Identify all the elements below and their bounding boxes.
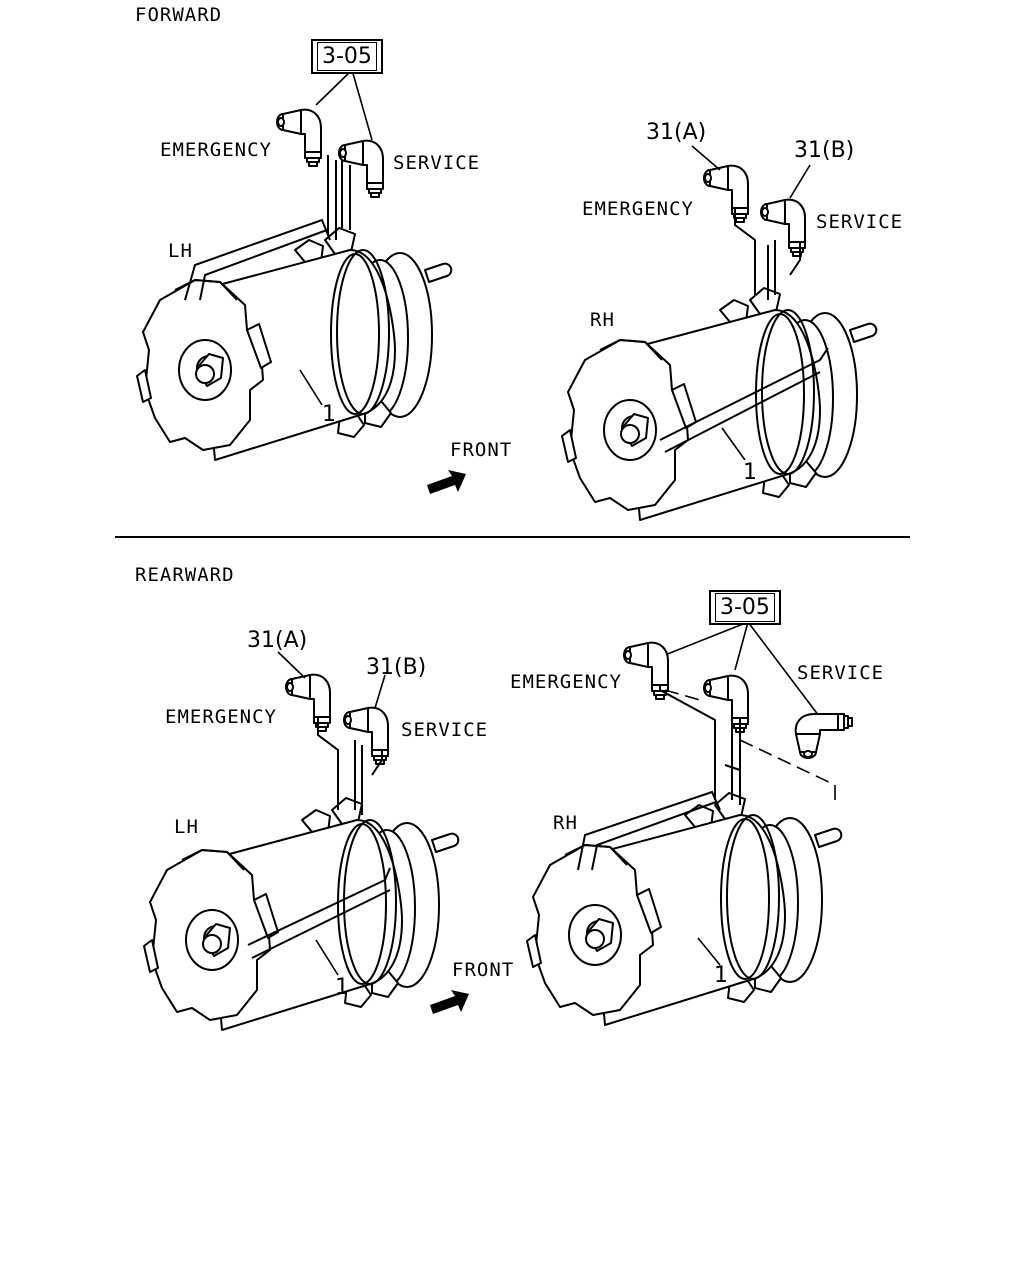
front-label: FRONT [452,959,515,981]
part-number-31a: 31(A) [247,628,308,653]
section-title-forward: FORWARD [135,4,223,26]
part-number-1: 1 [335,975,349,1000]
part-number-1: 1 [322,402,336,427]
service-label: SERVICE [401,719,489,741]
rh-label: RH [590,309,615,331]
emergency-label: EMERGENCY [165,706,277,728]
service-label: SERVICE [797,662,885,684]
emergency-label: EMERGENCY [160,139,272,161]
part-number-1: 1 [714,963,728,988]
service-label: SERVICE [816,211,904,233]
front-arrow [430,990,469,1014]
reference-box-3-05: 3-05 [311,39,383,75]
section-title-rearward: REARWARD [135,564,235,586]
front-label: FRONT [450,439,513,461]
part-number-31b: 31(B) [794,138,855,163]
service-label: SERVICE [393,152,481,174]
front-arrow [427,470,466,494]
part-number-31b: 31(B) [366,655,427,680]
reference-box-3-05: 3-05 [709,590,781,626]
part-number-1: 1 [743,460,757,485]
rh-label: RH [553,812,578,834]
lh-label: LH [174,816,199,838]
part-number-31a: 31(A) [646,120,707,145]
emergency-label: EMERGENCY [510,671,622,693]
emergency-label: EMERGENCY [582,198,694,220]
lh-label: LH [168,240,193,262]
